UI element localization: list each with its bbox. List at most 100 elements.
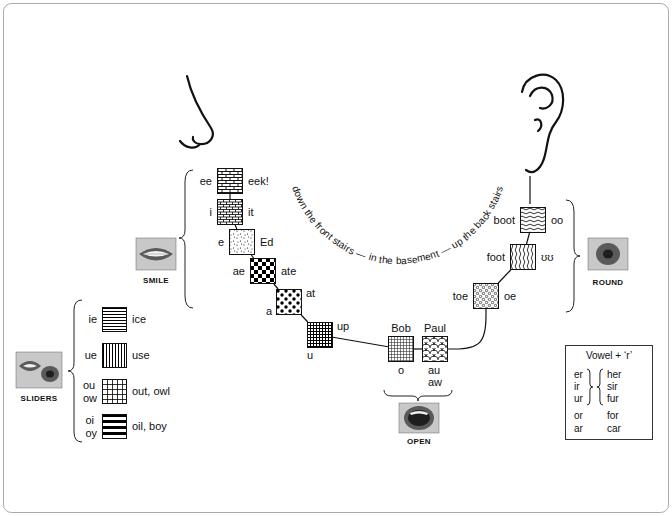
vowel-square: aeate xyxy=(250,258,276,284)
vowel-key: a xyxy=(266,305,272,317)
pattern-square xyxy=(102,414,127,439)
vowel-key: boot xyxy=(494,214,515,226)
example-word: oil, boy xyxy=(132,420,167,432)
example-word: ate xyxy=(281,265,296,277)
vowel-square: uup xyxy=(307,322,333,348)
vowel-square: oBob xyxy=(388,336,414,362)
box-heading: Vowel + ‘r’ xyxy=(586,350,632,362)
example-word: Paul xyxy=(424,322,446,334)
caption-letter xyxy=(393,256,396,266)
pattern-square xyxy=(229,229,255,255)
pattern-square xyxy=(276,289,302,315)
pattern-fill xyxy=(103,380,127,404)
vowel-key: toe xyxy=(453,290,468,302)
connector-line xyxy=(235,225,237,229)
vowel-key: i xyxy=(210,206,212,218)
pattern-fill xyxy=(251,259,276,284)
caption-letter: — xyxy=(355,248,368,261)
pattern-fill xyxy=(308,323,333,348)
vowel-key: ie xyxy=(88,313,97,325)
group-label: ROUND xyxy=(593,278,624,287)
pattern-fill xyxy=(230,230,255,255)
connector-line xyxy=(414,348,422,349)
ear-lead-line xyxy=(529,176,530,204)
sliders-bracket xyxy=(68,300,82,442)
pattern-fill xyxy=(218,169,243,194)
caption-letter: — xyxy=(439,243,452,256)
caption-letter: n xyxy=(370,253,378,264)
spelling-text: ar xyxy=(574,423,583,435)
vowel-key: ou ow xyxy=(83,379,97,403)
open-mouth-photo xyxy=(399,403,439,433)
pattern-fill xyxy=(521,208,546,233)
example-word: eek! xyxy=(248,175,269,187)
vowel-key: ae xyxy=(233,265,245,277)
pattern-square xyxy=(422,336,448,362)
example-word: Ed xyxy=(260,236,273,248)
connector-line xyxy=(498,270,510,283)
group-label: SMILE xyxy=(143,276,169,285)
example-word: it xyxy=(248,206,254,218)
example-word: ʊʊ xyxy=(541,251,554,263)
vowel-key: oi oy xyxy=(85,414,97,438)
pattern-square xyxy=(307,322,333,348)
smile-mouth-photo xyxy=(136,238,176,270)
connector-line xyxy=(448,309,486,349)
closing-brace xyxy=(587,369,593,405)
pattern-fill xyxy=(103,308,127,332)
spelling-text: her sir fur xyxy=(607,369,621,405)
caption-letter: h xyxy=(381,255,388,266)
example-word: at xyxy=(306,287,315,299)
round-mouth-photo xyxy=(588,238,628,270)
vowel-square: toeoe xyxy=(473,283,499,309)
spelling-text: er ir ur xyxy=(574,369,583,405)
pattern-square xyxy=(102,307,127,332)
nose-drawing xyxy=(180,76,213,148)
pattern-square xyxy=(520,207,546,233)
vowel-key: au aw xyxy=(428,364,442,388)
connector-line xyxy=(333,337,388,347)
example-word: oo xyxy=(551,214,563,226)
vowel-square: iit xyxy=(217,199,243,225)
group-label: OPEN xyxy=(407,437,431,446)
pattern-fill xyxy=(511,245,536,270)
spelling-text: for xyxy=(607,410,619,422)
pattern-fill xyxy=(218,200,243,225)
group-brackets xyxy=(68,170,580,442)
vowel-key: u xyxy=(307,349,313,361)
vowel-square: ueuse xyxy=(102,343,127,368)
pattern-fill xyxy=(423,337,448,362)
pattern-fill xyxy=(389,337,414,362)
pattern-fill xyxy=(103,344,127,368)
connector-line xyxy=(274,284,278,289)
vowel-key: foot xyxy=(487,251,505,263)
vowel-square: oi oyoil, boy xyxy=(102,414,127,439)
pattern-square xyxy=(473,283,499,309)
vowel-key: ee xyxy=(200,175,212,187)
vowel-square: bootoo xyxy=(520,207,546,233)
vowel-square: ou owout, owl xyxy=(102,379,127,404)
example-word: out, owl xyxy=(132,385,170,397)
vowel-square: eEd xyxy=(229,229,255,255)
ear-drawing xyxy=(522,75,563,172)
caption-letter: b xyxy=(396,256,402,266)
pattern-square xyxy=(510,244,536,270)
vowel-key: o xyxy=(398,364,404,376)
smile-bracket xyxy=(179,170,193,308)
group-label: SLIDERS xyxy=(21,394,58,403)
pattern-square xyxy=(388,336,414,362)
connector-line xyxy=(251,255,253,258)
example-word: oe xyxy=(504,290,516,302)
connector-line xyxy=(527,233,530,244)
vowel-square: eeeek! xyxy=(217,168,243,194)
caption-letter: e xyxy=(387,255,393,265)
pattern-square xyxy=(217,168,243,194)
spelling-text: car xyxy=(607,423,621,435)
pattern-fill xyxy=(103,415,127,439)
opening-brace xyxy=(597,369,603,405)
connector-line xyxy=(301,315,308,322)
spelling-text: or xyxy=(574,410,583,422)
pattern-square xyxy=(217,199,243,225)
